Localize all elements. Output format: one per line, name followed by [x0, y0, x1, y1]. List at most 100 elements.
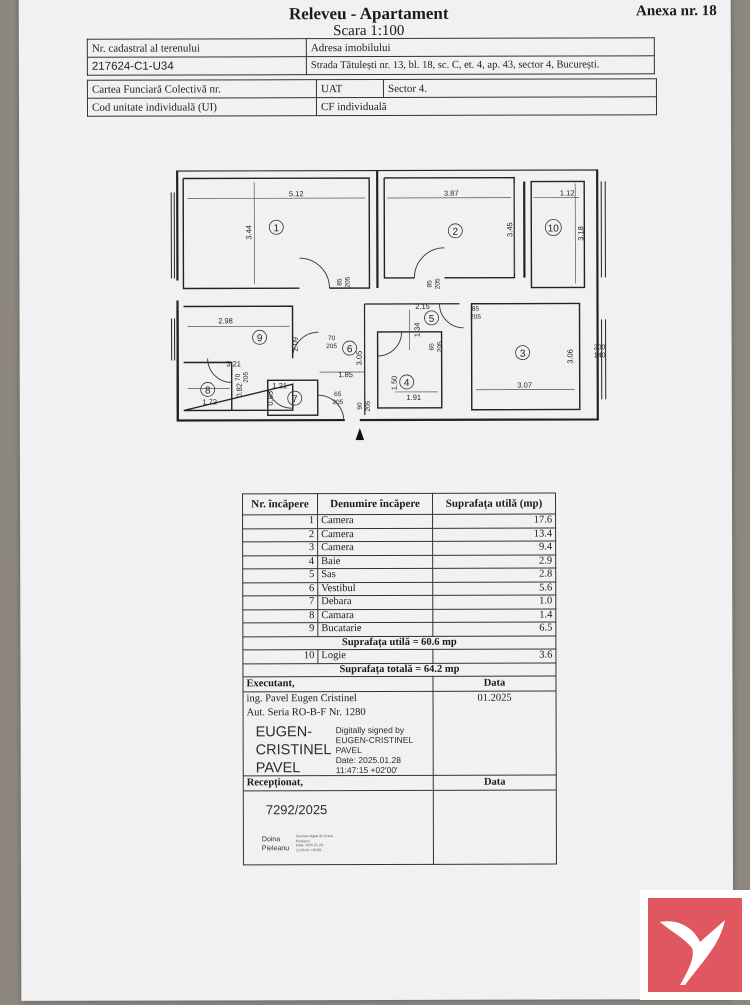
door-label: 85 [472, 306, 480, 313]
room-marker-1: 1 [269, 220, 283, 234]
dim-label: 3.06 [566, 349, 575, 364]
door-label: 205 [326, 343, 337, 350]
svg-text:5: 5 [429, 314, 435, 325]
svg-text:9: 9 [257, 333, 263, 344]
receptionat-date-cell: Data [433, 775, 556, 864]
door-label: 205 [344, 276, 351, 287]
dim-label: 3.44 [244, 225, 253, 240]
address-label: Adresa imobilului [306, 38, 654, 57]
door-label: 65 [334, 391, 342, 398]
dim-label: 5.12 [289, 189, 304, 198]
door-label: 70 [235, 373, 242, 381]
dim-label: 1.34 [413, 323, 422, 338]
cadastral-value: 217624-C1-U34 [87, 57, 306, 76]
col-header-nr: Nr. încăpere [242, 494, 317, 515]
window-label: 140 [594, 352, 606, 359]
dim-label: 3.45 [505, 222, 514, 237]
data-label-2: Data [434, 776, 556, 791]
dim-label: 1.72 [202, 397, 217, 406]
svg-text:6: 6 [347, 344, 353, 355]
property-info-table: Nr. cadastral al terenului Adresa imobil… [87, 37, 655, 75]
cadastral-label: Nr. cadastral al terenului [87, 39, 306, 58]
executant-date: 01.2025 [434, 691, 556, 706]
room-marker-4: 4 [400, 375, 414, 389]
dim-label: 3.05 [355, 351, 364, 366]
dim-label: 2.15 [415, 302, 430, 311]
registration-number: 7292/2025 [266, 804, 327, 816]
dim-label: 1.21 [272, 381, 287, 390]
door-label: 205 [434, 278, 441, 289]
executant-date-cell: Data 01.2025 [433, 676, 556, 775]
entrance-arrow-icon [354, 428, 366, 441]
document-page: Releveu - Apartament Scara 1:100 Anexa n… [19, 0, 734, 1001]
cod-ui-label: Cod unitate individuală (UI) [87, 98, 316, 117]
door-label: 205 [365, 400, 372, 411]
receptionat-label: Recepționat, [244, 776, 433, 791]
cf-individuala-label: CF individuală [316, 97, 656, 116]
door-label: 205 [243, 372, 250, 383]
dim-label: 2.09 [291, 337, 300, 352]
svg-text:2: 2 [453, 227, 459, 238]
door-label: 205 [332, 399, 343, 406]
executant-cell: Executant, ing. Pavel Eugen Cristinel Au… [243, 676, 433, 775]
door-label: 205 [437, 341, 444, 352]
dim-label: 1.50 [390, 376, 399, 391]
room-marker-5: 5 [425, 311, 439, 325]
svg-text:3: 3 [520, 349, 526, 360]
rooms-table: Nr. încăpere Denumire încăpere Suprafața… [242, 493, 557, 866]
executant-name: ing. Pavel Eugen Cristinel [244, 691, 433, 706]
room-marker-3: 3 [516, 346, 530, 360]
brand-logo-icon [640, 890, 750, 1000]
address-value: Strada Tătulești nr. 13, bl. 18, sc. C, … [306, 56, 654, 75]
room-marker-10: 10 [545, 220, 561, 236]
dim-label: 3.18 [576, 226, 585, 241]
floor-plan-drawing: 1 2 3 4 5 6 7 8 9 10 5.12 3.87 1.12 3.44… [169, 169, 610, 440]
dim-label: 2.98 [218, 316, 233, 325]
executant-authorization: Aut. Seria RO-B-F Nr. 1280 [244, 706, 433, 720]
watermark-logo [640, 890, 750, 1000]
dim-label: 3.87 [444, 189, 459, 198]
room-marker-8: 8 [201, 382, 215, 396]
col-header-area: Suprafața utilă (mp) [432, 493, 555, 514]
door-label: 85 [426, 280, 433, 288]
room-marker-7: 7 [288, 391, 302, 405]
data-label: Data [433, 677, 555, 691]
dim-label: 3.21 [226, 359, 241, 368]
col-header-name: Denumire încăpere [317, 493, 432, 514]
room-marker-2: 2 [448, 224, 462, 238]
stamp-signature-details: Semnat digital de Doina Pieleanu Data: 2… [296, 834, 333, 852]
dim-label: 3.07 [517, 381, 532, 390]
executant-label: Executant, [243, 677, 432, 691]
door-label: 65 [429, 343, 436, 351]
dim-label: 0.82 [235, 383, 244, 398]
window-label: 200 [594, 344, 606, 351]
dim-label: 1.12 [560, 188, 575, 197]
door-label: 85 [336, 278, 343, 286]
door-label: 205 [470, 314, 481, 321]
room-marker-9: 9 [253, 330, 267, 344]
annex-number: Anexa nr. 18 [636, 3, 717, 20]
dim-label: 1.91 [406, 393, 421, 402]
svg-text:10: 10 [548, 224, 560, 235]
registry-info-table: Cartea Funciară Colectivă nr. UAT Sector… [87, 78, 657, 116]
dim-label: 1.85 [338, 370, 353, 379]
carte-funciara-label: Cartea Funciară Colectivă nr. [87, 80, 316, 99]
useful-area-row: Suprafața utilă = 60.6 mp [243, 636, 556, 650]
svg-text:8: 8 [205, 385, 211, 396]
digital-signature-name: EUGEN- CRISTINEL PAVEL [256, 723, 332, 777]
floor-plan: 1 2 3 4 5 6 7 8 9 10 5.12 3.87 1.12 3.44… [169, 169, 610, 440]
receptionat-cell: Recepționat, 7292/2025 Doina Pieleanu Se… [243, 775, 433, 864]
dim-label: 0.85 [266, 391, 275, 406]
door-label: 90 [357, 402, 364, 410]
stamp-signature-name: Doina Pieleanu [262, 836, 289, 853]
uat-value: Sector 4. [383, 79, 656, 98]
door-label: 70 [328, 335, 336, 342]
